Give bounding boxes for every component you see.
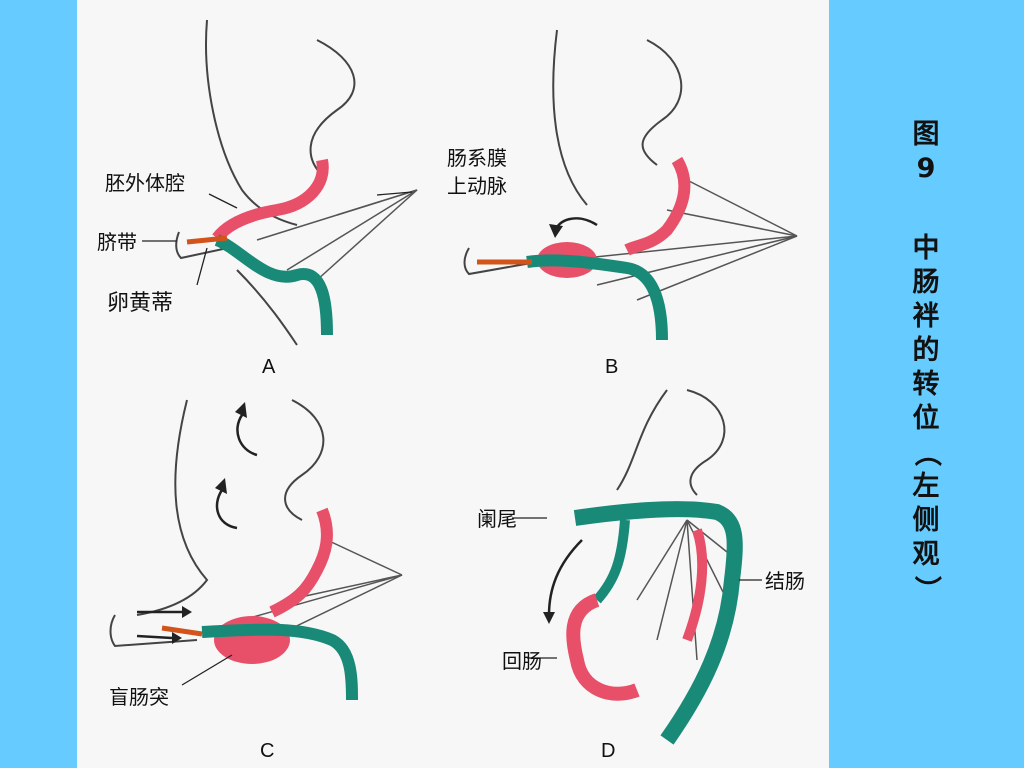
midgut-caudal-limb-a [214, 234, 333, 336]
title-glyph: 位 [912, 403, 940, 434]
foregut-outline-d [686, 389, 726, 496]
midgut-cranial-limb-b [624, 156, 691, 256]
retraction-arrowhead-c4 [215, 478, 227, 494]
title-glyph: 左 [912, 471, 940, 502]
umbilical-ring-b [463, 247, 538, 276]
title-glyph: 的 [912, 335, 940, 366]
midgut-caudal-limb-c [201, 623, 358, 701]
jejunum-d [682, 528, 708, 642]
leader-sma [376, 191, 413, 196]
label-sma-line1: 肠系膜 [447, 146, 507, 170]
title-glyph: （ [911, 439, 942, 467]
title-glyph: 观 [912, 539, 940, 570]
title-glyph: ） [911, 575, 942, 603]
panel-label-d: D [601, 740, 616, 762]
descent-arrow-d [547, 539, 583, 616]
body-wall-outline-c [136, 399, 209, 616]
panel-label-c: C [260, 740, 275, 762]
panel-label-b: B [605, 356, 619, 378]
vitelline-duct-a [186, 235, 228, 245]
body-wall-outline-d [616, 389, 668, 491]
body-wall-outline-b [552, 29, 588, 206]
umbilical-ring-a [175, 231, 238, 260]
body-wall-outline-a [205, 19, 298, 226]
descent-arrowhead-d [543, 612, 555, 624]
midgut-coils-c [269, 507, 333, 618]
label-sma-line2: 上动脉 [447, 174, 507, 198]
foregut-outline-a [309, 39, 356, 176]
vitelline-duct-c [161, 625, 203, 637]
panel-label-a: A [262, 356, 276, 378]
midgut-caudal-limb-b [526, 254, 668, 341]
foregut-outline-c [284, 399, 325, 521]
ileum-coils-d [566, 593, 640, 701]
title-glyph: 转 [912, 369, 940, 400]
leader-vitelline-duct [196, 247, 208, 286]
title-glyph: 图 [912, 119, 940, 150]
leader-cecal-bud [181, 654, 233, 686]
label-cecal-bud: 盲肠突 [109, 685, 169, 709]
figure-caption: 中肠袢的转位 （ 左侧观 ） [896, 232, 956, 606]
leader-extraembryonic-coelom [208, 193, 238, 209]
label-colon: 结肠 [765, 569, 805, 593]
retraction-arrowhead-c3 [235, 402, 247, 418]
retraction-arrow-c3 [236, 414, 258, 457]
label-ileum: 回肠 [502, 649, 542, 673]
rotation-arrow-b [553, 217, 598, 233]
retraction-arrow-c4 [215, 489, 238, 530]
label-appendix: 阑尾 [477, 507, 517, 531]
title-glyph: 袢 [912, 301, 940, 332]
retraction-arrowhead-c1 [182, 606, 192, 618]
midgut-loop-c [214, 616, 290, 664]
figure-panel: 胚外体腔 脐带 卵黄蒂 肠系膜 上动脉 盲肠突 阑尾 结肠 回肠 A B C D [77, 0, 829, 768]
foregut-outline-b [641, 39, 683, 166]
retraction-arrowhead-c2 [172, 632, 182, 644]
retraction-arrow-c2 [136, 634, 173, 640]
midgut-cranial-limb-a [212, 158, 329, 242]
title-glyph: 肠 [912, 267, 940, 298]
rotation-arrowhead-b [549, 224, 563, 238]
umbilical-ring-c [109, 614, 198, 648]
dorsal-body-outline-a [236, 269, 298, 346]
title-glyph: 9 [916, 153, 936, 184]
title-glyph: 中 [912, 233, 940, 264]
title-glyph: 侧 [912, 505, 940, 536]
label-vitelline-duct: 卵黄蒂 [107, 291, 174, 316]
ileum-proximal-d [593, 519, 630, 604]
label-umbilical-cord: 脐带 [97, 230, 137, 254]
midgut-rotation-diagram [109, 19, 798, 745]
colon-d [573, 501, 743, 745]
label-extraembryonic-coelom: 胚外体腔 [105, 171, 185, 195]
